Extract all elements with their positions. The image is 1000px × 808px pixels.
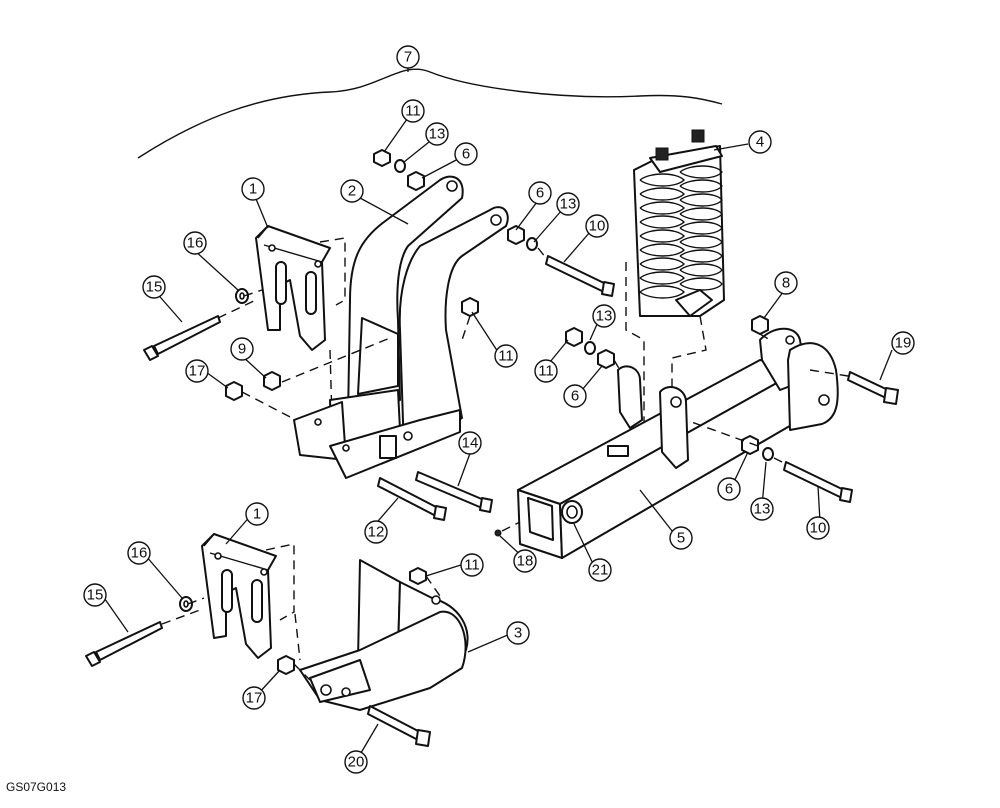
callout-8: 8	[774, 271, 798, 295]
callout-label: 2	[348, 183, 356, 200]
callout-label: 1	[253, 506, 261, 523]
callout-13-top: 13	[425, 122, 449, 146]
callout-20: 20	[344, 750, 368, 774]
callout-label: 11	[498, 348, 514, 365]
bolt-12	[377, 477, 447, 521]
callout-17-upper: 17	[185, 359, 209, 383]
callout-label: 10	[589, 218, 606, 235]
bolt-15-upper	[143, 315, 221, 361]
callout-13-right: 13	[592, 304, 616, 328]
hardware	[179, 149, 774, 675]
callout-label: 13	[429, 126, 446, 143]
callout-label: 6	[536, 185, 544, 202]
bolt-14	[415, 471, 493, 513]
callout-label: 3	[514, 625, 522, 642]
callout-label: 4	[756, 134, 764, 151]
grease-fitting	[494, 529, 502, 537]
callout-label: 21	[592, 562, 609, 579]
callout-label: 1	[249, 181, 257, 198]
callout-label: 12	[368, 524, 385, 541]
callout-3: 3	[506, 621, 530, 645]
callout-4: 4	[748, 130, 772, 154]
callout-label: 11	[464, 557, 480, 574]
callout-13-bottom: 13	[750, 497, 774, 521]
callout-label: 7	[404, 49, 412, 66]
callout-6-mid: 6	[528, 181, 552, 205]
callout-11-mid: 11	[494, 344, 518, 368]
callout-6-top: 6	[454, 142, 478, 166]
callout-label: 11	[538, 363, 554, 380]
callout-11-top: 11	[401, 99, 425, 123]
callout-13-mid: 13	[556, 192, 580, 216]
bolt-20	[367, 705, 431, 747]
callout-6-right: 6	[563, 384, 587, 408]
callout-label: 13	[560, 196, 577, 213]
callout-5: 5	[669, 526, 693, 550]
callout-label: 13	[596, 308, 613, 325]
callout-label: 17	[189, 363, 206, 380]
callout-label: 8	[782, 275, 790, 292]
upright-bracket	[293, 175, 509, 479]
callout-label: 10	[810, 520, 827, 537]
toolbar-outline	[137, 68, 723, 159]
callout-label: 17	[246, 690, 263, 707]
spring-assembly	[625, 129, 725, 430]
callout-6-bottom: 6	[717, 477, 741, 501]
callout-14: 14	[458, 431, 482, 455]
callout-19: 19	[891, 331, 915, 355]
callout-1-lower: 1	[245, 502, 269, 526]
callout-2: 2	[340, 179, 364, 203]
callout-15-upper: 15	[142, 275, 166, 299]
callout-10-bottom: 10	[806, 516, 830, 540]
beam	[517, 327, 839, 559]
bolt-19	[847, 371, 899, 405]
drawing-code: GS07G013	[6, 780, 67, 794]
callout-18: 18	[513, 549, 537, 573]
callout-11-right: 11	[534, 359, 558, 383]
callout-label: 16	[187, 235, 204, 252]
callout-1-upper: 1	[241, 177, 265, 201]
callout-16-lower: 16	[127, 541, 151, 565]
callout-21: 21	[588, 558, 612, 582]
bolt-10-upper	[545, 255, 615, 297]
callout-label: 18	[517, 553, 534, 570]
callout-label: 6	[571, 388, 579, 405]
callout-label: 6	[725, 481, 733, 498]
callout-label: 5	[677, 530, 685, 547]
callout-label: 6	[462, 146, 470, 163]
callout-7: 7	[396, 45, 420, 69]
callout-12: 12	[364, 520, 388, 544]
callout-label: 20	[348, 754, 365, 771]
callout-label: 13	[754, 501, 771, 518]
callout-11-lower: 11	[460, 553, 484, 577]
callout-10-top: 10	[585, 214, 609, 238]
callout-label: 16	[131, 545, 148, 562]
assembly-lines	[161, 247, 849, 681]
bolt-10-lower	[783, 461, 853, 503]
callout-17-lower: 17	[242, 686, 266, 710]
callout-label: 19	[895, 335, 912, 352]
callout-label: 15	[146, 279, 163, 296]
bushing-21	[561, 500, 583, 524]
upper-shank-holder	[255, 225, 346, 421]
callout-15-lower: 15	[83, 583, 107, 607]
bolt-15-lower	[85, 621, 163, 667]
callout-label: 15	[87, 587, 104, 604]
lower-shank-holder	[201, 533, 301, 661]
callout-16-upper: 16	[183, 231, 207, 255]
callout-label: 9	[238, 341, 246, 358]
callout-label: 11	[405, 103, 421, 120]
callout-9: 9	[230, 337, 254, 361]
callout-label: 14	[462, 435, 479, 452]
lower-bracket	[299, 559, 469, 711]
